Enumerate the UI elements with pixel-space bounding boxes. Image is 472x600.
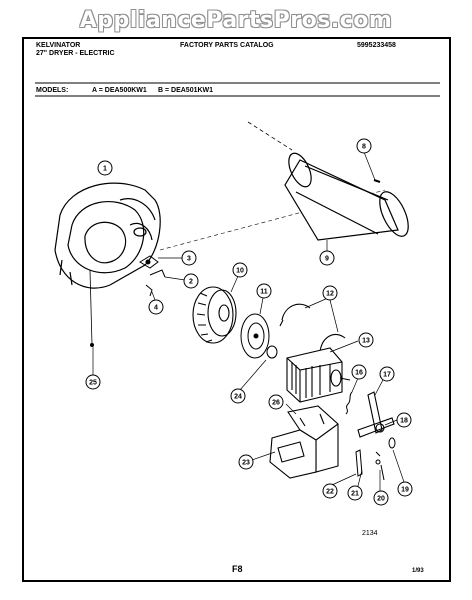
callout-bubble-13 xyxy=(358,332,374,348)
fastener-parts xyxy=(355,449,385,481)
callout-22: 22 xyxy=(326,489,334,496)
callout-17: 17 xyxy=(383,372,391,379)
callout-bubble-8 xyxy=(356,138,372,154)
callout-4: 4 xyxy=(154,305,158,312)
clip-parts xyxy=(139,255,166,297)
watermark: AppliancePartsPros.com xyxy=(79,8,393,33)
callout-8: 8 xyxy=(362,144,366,151)
callout-bubble-20 xyxy=(373,490,389,506)
callout-bubble-17 xyxy=(379,366,395,382)
callout-1: 1 xyxy=(103,166,107,173)
blower-housing-part xyxy=(54,182,161,289)
spring-part xyxy=(345,391,353,415)
callout-9: 9 xyxy=(325,256,329,263)
diagram-frame xyxy=(22,37,451,582)
pulley-part xyxy=(388,437,396,449)
callout-bubble-22 xyxy=(322,483,338,499)
blower-wheel-part xyxy=(192,286,237,344)
model-a: A = DEA500KW1 xyxy=(92,87,147,94)
washer-part xyxy=(266,345,278,359)
callout-19: 19 xyxy=(401,487,409,494)
product-label: 27" DRYER - ELECTRIC xyxy=(36,50,115,57)
callout-bubble-11 xyxy=(256,283,272,299)
callout-16: 16 xyxy=(355,370,363,377)
callout-24: 24 xyxy=(234,394,242,401)
drive-motor-part xyxy=(286,347,351,403)
callout-bubble-23 xyxy=(238,454,254,470)
callout-bubble-21 xyxy=(347,485,363,501)
model-b: B = DEA501KW1 xyxy=(158,87,214,94)
callout-13: 13 xyxy=(362,338,370,345)
callout-2: 2 xyxy=(189,279,193,286)
callout-bubble-24 xyxy=(230,388,246,404)
callout-11: 11 xyxy=(260,289,268,296)
callout-10: 10 xyxy=(236,268,244,275)
catalog-title: FACTORY PARTS CATALOG xyxy=(180,42,274,49)
callout-bubble-3 xyxy=(181,250,197,266)
models-label: MODELS: xyxy=(36,87,69,94)
revision-date: 1/93 xyxy=(412,568,424,574)
callout-26: 26 xyxy=(272,400,280,407)
callout-23: 23 xyxy=(242,460,250,467)
callout-21: 21 xyxy=(351,491,359,498)
callout-18: 18 xyxy=(400,418,408,425)
callout-bubble-1 xyxy=(97,160,113,176)
callout-bubble-16 xyxy=(351,364,367,380)
callout-bubble-4 xyxy=(148,299,164,315)
brand-label: KELVINATOR xyxy=(36,42,81,49)
page-number: F8 xyxy=(232,564,243,574)
diagram-number: 2134 xyxy=(362,530,378,537)
callout-12: 12 xyxy=(326,291,334,298)
motor-mount-part xyxy=(269,405,339,479)
callout-bubble-10 xyxy=(232,262,248,278)
callout-3: 3 xyxy=(187,256,191,263)
callout-bubble-26 xyxy=(268,394,284,410)
callout-20: 20 xyxy=(377,496,385,503)
callout-bubble-12 xyxy=(322,285,338,301)
exhaust-duct-part xyxy=(284,152,409,241)
callout-bubble-2 xyxy=(183,273,199,289)
callout-bubbles xyxy=(85,138,413,506)
part-number: 5995233458 xyxy=(357,42,396,49)
callout-25: 25 xyxy=(89,380,97,387)
idler-arm-part xyxy=(357,391,395,438)
callout-bubble-19 xyxy=(397,481,413,497)
callout-bubble-18 xyxy=(396,412,412,428)
callout-bubble-9 xyxy=(319,250,335,266)
seal-disc-part xyxy=(240,313,270,359)
